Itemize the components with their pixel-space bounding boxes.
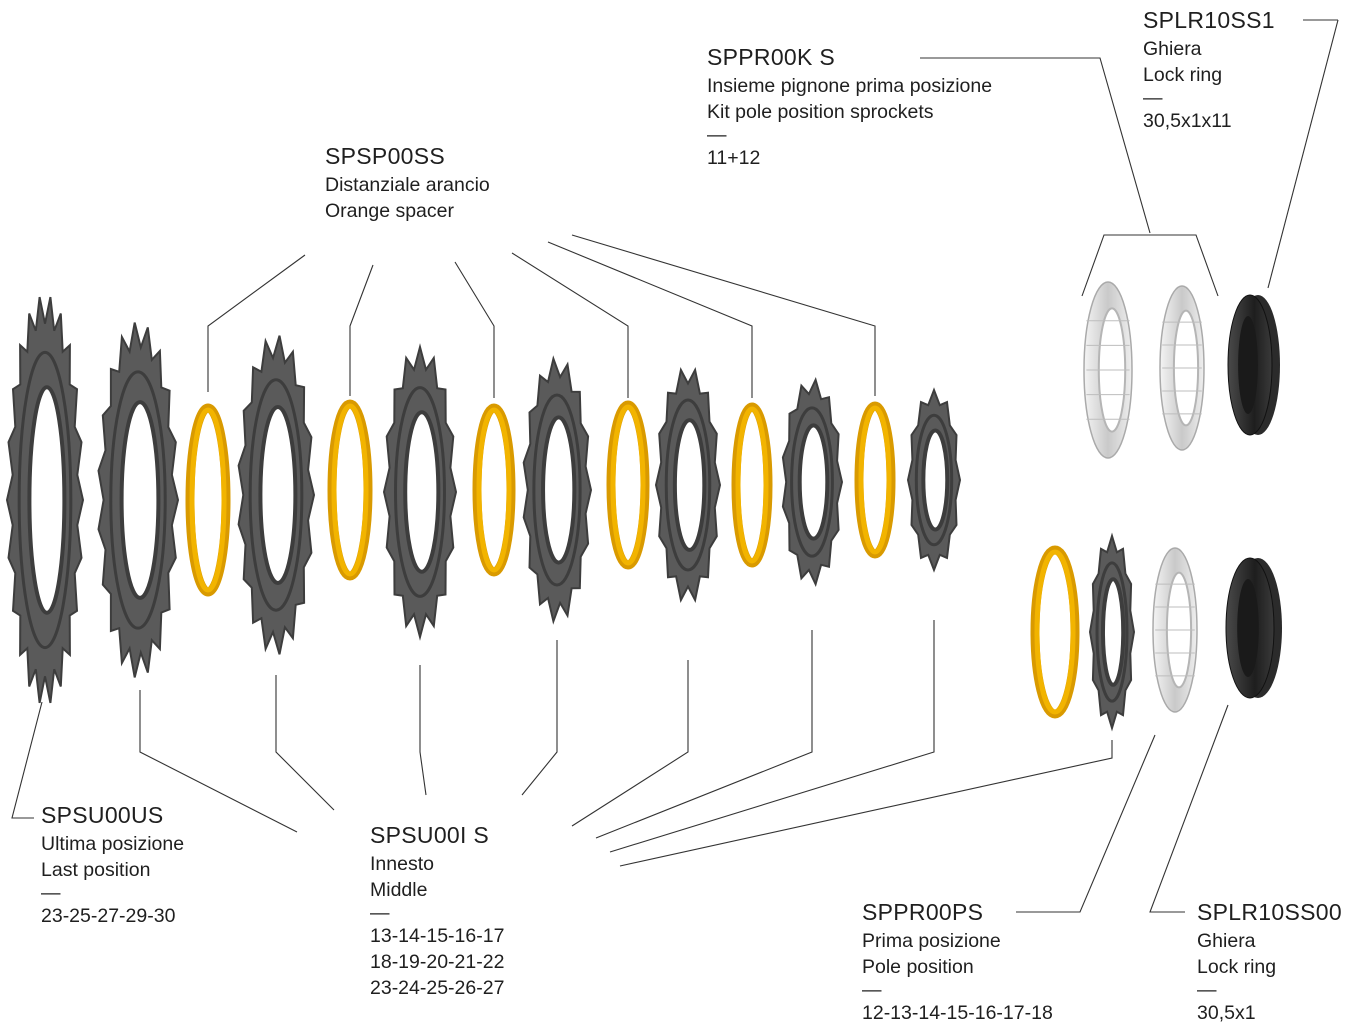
leader-line: [521, 640, 558, 796]
separator-dash: —: [707, 123, 727, 146]
part-name-en: Last position: [41, 858, 151, 881]
sprocket-middle-4: [522, 355, 593, 625]
lock-ring-splr10ss00: [1225, 557, 1282, 699]
leader-line: [511, 252, 629, 398]
part-name-it: Distanziale arancio: [325, 173, 490, 196]
part-size: 23-24-25-26-27: [370, 976, 505, 999]
separator-dash: —: [1197, 978, 1217, 1001]
separator-dash: —: [1143, 86, 1163, 109]
leader-line: [547, 241, 753, 398]
part-name-en: Lock ring: [1143, 63, 1223, 86]
leader-line: [207, 254, 306, 392]
part-code: SPSU00US: [41, 802, 164, 828]
part-name-en: Middle: [370, 878, 428, 901]
orange-spacer-3: [472, 403, 516, 577]
leader-line: [571, 234, 876, 396]
part-size: 11+12: [707, 146, 761, 169]
orange-spacer-4: [606, 400, 650, 570]
lock-ring-splr10ss1: [1227, 294, 1280, 436]
part-code: SPLR10SS1: [1143, 7, 1275, 33]
leader-line: [349, 264, 374, 396]
part-name-en: Kit pole position sprockets: [707, 100, 934, 123]
orange-spacer-1: [185, 403, 231, 597]
leader-line: [139, 690, 298, 833]
sprocket-middle-2: [237, 335, 316, 655]
part-code: SPPR00PS: [862, 899, 984, 925]
part-name-it: Ghiera: [1197, 929, 1256, 952]
pole-position-hub: [1152, 547, 1198, 713]
leader-line: [1016, 734, 1156, 913]
part-code: SPSU00I S: [370, 822, 490, 848]
part-name-it: Innesto: [370, 852, 434, 875]
sprocket-last-position: [5, 296, 85, 704]
leader-line: [1267, 19, 1339, 289]
sprocket-middle-5: [654, 367, 722, 603]
part-size: 30,5x1: [1197, 1001, 1256, 1024]
sprocket-pole-position: [1088, 532, 1136, 732]
sprocket-middle-6: [781, 376, 844, 588]
part-name-it: Ultima posizione: [41, 832, 185, 855]
leader-line: [571, 660, 689, 827]
sprocket-middle-1: [97, 322, 180, 678]
orange-spacer-6: [854, 401, 896, 559]
part-size: 12-13-14-15-16-17-18: [862, 1001, 1053, 1024]
part-size: 30,5x1x11: [1143, 109, 1232, 132]
part-name-en: Lock ring: [1197, 955, 1277, 978]
part-code: SPLR10SS00: [1197, 899, 1342, 925]
orange-spacer-2: [327, 399, 373, 581]
leader-line: [419, 665, 427, 796]
leader-line: [454, 261, 495, 398]
part-size: 13-14-15-16-17: [370, 924, 505, 947]
leader-line: [619, 740, 1113, 867]
part-name-en: Pole position: [862, 955, 974, 978]
part-size: 23-25-27-29-30: [41, 904, 176, 927]
part-code: SPSP00SS: [325, 143, 446, 169]
part-name-it: Insieme pignone prima posizione: [707, 74, 993, 97]
leader-line: [1149, 704, 1229, 913]
part-name-it: Prima posizione: [862, 929, 1001, 952]
label-spsp00ss: SPSP00SS Distanziale arancio Orange spac…: [325, 143, 490, 224]
sprocket-middle-7: [906, 387, 962, 573]
pole-position-sprocket-11: [1083, 281, 1133, 459]
label-spsu00us: SPSU00US Ultima posizione Last position …: [41, 802, 185, 929]
label-splr10ss00: SPLR10SS00 Ghiera Lock ring — 30,5x1: [1197, 899, 1342, 1026]
label-sppr00ps: SPPR00PS Prima posizione Pole position —…: [862, 899, 1053, 1026]
part-code: SPPR00K S: [707, 44, 835, 70]
leader-line: [609, 620, 935, 853]
label-splr10ss1: SPLR10SS1 Ghiera Lock ring — 30,5x1x11: [1143, 7, 1275, 134]
label-spsu00is: SPSU00I S Innesto Middle — 13-14-15-16-1…: [370, 822, 505, 1001]
leader-line: [595, 630, 813, 839]
part-name-it: Ghiera: [1143, 37, 1202, 60]
label-sppr00ks: SPPR00K S Insieme pignone prima posizion…: [707, 44, 993, 171]
leader-line: [920, 57, 1151, 234]
part-size: 18-19-20-21-22: [370, 950, 505, 973]
leader-line: [11, 701, 43, 819]
sprocket-middle-3: [382, 343, 458, 641]
separator-dash: —: [41, 881, 61, 904]
orange-spacer-5: [731, 402, 773, 568]
orange-spacer-kit: [1030, 545, 1080, 719]
separator-dash: —: [370, 901, 390, 924]
separator-dash: —: [862, 978, 882, 1001]
leader-lines: [11, 19, 1339, 913]
leader-line: [1081, 234, 1219, 297]
leader-line: [275, 675, 335, 811]
part-name-en: Orange spacer: [325, 199, 454, 222]
pole-position-sprocket-12: [1159, 285, 1205, 451]
